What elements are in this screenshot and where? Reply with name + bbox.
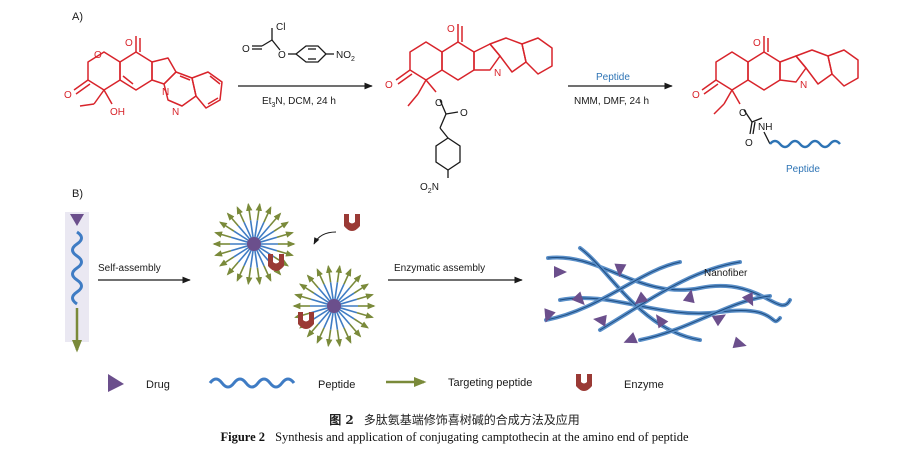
- scheme-figure: A) O O O OH N N: [64, 11, 859, 392]
- legend-peptide-icon: [208, 377, 296, 389]
- carbonate-linker: [435, 99, 461, 178]
- enzyme-2: [268, 254, 284, 271]
- amide-nh-label: NH: [758, 122, 772, 133]
- micelle-2: [292, 264, 376, 348]
- product-molecule: [701, 36, 859, 115]
- arrow-2-reagent: Peptide: [596, 72, 630, 83]
- enzymatic-assembly-label: Enzymatic assembly: [394, 263, 485, 274]
- prod-o-1: O: [753, 38, 761, 49]
- chlorine-label: Cl: [276, 22, 285, 33]
- o-atom-1: O: [125, 38, 133, 49]
- nanofiber-network: [544, 246, 792, 342]
- chloroformate-reagent: [252, 28, 334, 63]
- product-peptide-label: Peptide: [786, 164, 820, 175]
- n-atom-1: N: [162, 87, 169, 98]
- o-atom-3: O: [64, 90, 72, 101]
- caption-zh-label: 图 2: [329, 413, 354, 427]
- caption-zh: 图 2 多肽氨基端修饰喜树碱的合成方法及应用: [0, 411, 909, 428]
- caption-zh-text: 多肽氨基端修饰喜树碱的合成方法及应用: [363, 413, 580, 427]
- caption-en-text: Synthesis and application of conjugating…: [275, 430, 689, 444]
- legend-enzyme-label: Enzyme: [624, 379, 664, 391]
- enzyme-1: [344, 214, 360, 231]
- nanofiber-drug: [593, 314, 607, 327]
- legend-targeting-label: Targeting peptide: [448, 377, 532, 389]
- prod-o-4: O: [745, 138, 753, 149]
- carbamate-linker: [743, 109, 771, 145]
- self-assembly-label: Self-assembly: [98, 263, 161, 274]
- reagent-o-2: O: [278, 50, 286, 61]
- conditions-2: NMM, DMF, 24 h: [574, 96, 649, 107]
- int-o-3: O: [435, 98, 443, 109]
- nanofiber-drug: [614, 263, 627, 277]
- nanofiber-drug: [741, 291, 754, 307]
- n-atom-2: N: [172, 107, 179, 118]
- nanofiber-label: Nanofiber: [704, 268, 748, 279]
- nitro-label: NO2: [336, 50, 355, 63]
- nanofiber-drug: [571, 291, 585, 306]
- nanofiber-drug: [554, 266, 567, 278]
- o-atom-2: O: [94, 50, 102, 61]
- micelle-1: [212, 202, 296, 286]
- int-n-1: N: [494, 68, 501, 79]
- legend-peptide-label: Peptide: [318, 379, 355, 391]
- enzyme-3: [298, 312, 314, 329]
- int-o-2: O: [385, 80, 393, 91]
- nanofiber-drug: [623, 332, 638, 344]
- conditions-1: Et3N, DCM, 24 h: [262, 96, 336, 109]
- int-nitro-label: O2N: [420, 182, 439, 195]
- nanofiber-drug: [634, 291, 649, 305]
- legend-drug-label: Drug: [146, 379, 170, 391]
- int-o-1: O: [447, 24, 455, 35]
- prod-n-1: N: [800, 80, 807, 91]
- panel-a-label: A): [72, 11, 83, 23]
- hydroxyl-label: OH: [110, 107, 125, 118]
- nanofiber-drug: [655, 314, 669, 329]
- legend-enzyme-icon: [576, 374, 592, 391]
- panel-b-label: B): [72, 188, 83, 200]
- enzyme-approach-arrow: [313, 231, 337, 245]
- nanofiber-drugs: [544, 263, 754, 349]
- caption-en-label: Figure 2: [220, 430, 266, 444]
- prod-o-2: O: [692, 90, 700, 101]
- camptothecin-molecule: [73, 36, 223, 109]
- nanofiber-drug: [711, 314, 727, 327]
- reagent-o-1: O: [242, 44, 250, 55]
- nanofiber-drug: [682, 289, 695, 304]
- product-peptide-chain: [769, 139, 841, 149]
- legend-drug-icon: [108, 374, 124, 392]
- monomer: [65, 212, 89, 353]
- prod-o-3: O: [739, 108, 747, 119]
- nanofiber-drug: [544, 308, 556, 323]
- caption-en: Figure 2 Synthesis and application of con…: [0, 430, 909, 445]
- intermediate-molecule: [395, 24, 553, 107]
- legend: Drug Peptide Targeting peptide Enzyme: [108, 374, 664, 392]
- nanofiber-drug: [732, 336, 747, 349]
- int-o-4: O: [460, 108, 468, 119]
